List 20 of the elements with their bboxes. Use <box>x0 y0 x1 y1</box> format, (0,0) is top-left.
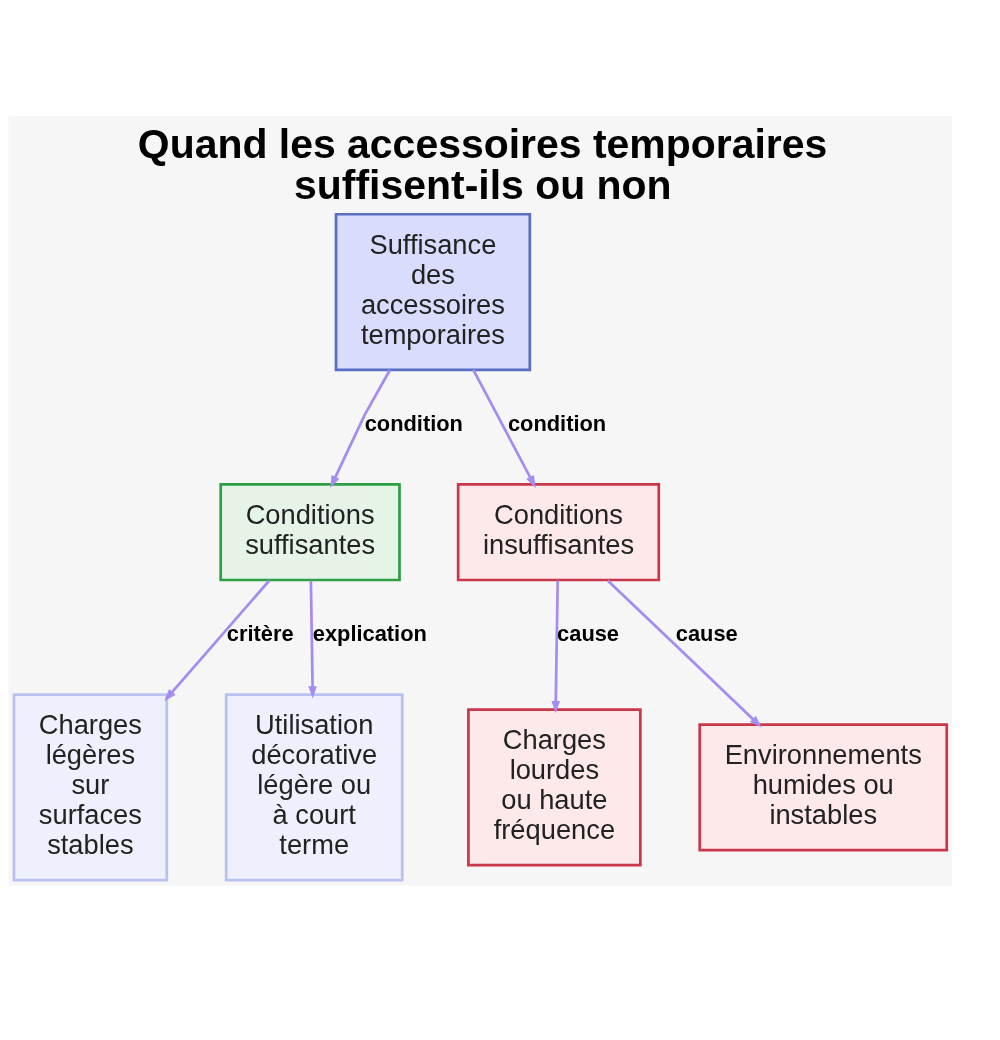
arrow <box>164 579 271 701</box>
diagram-title: Quand les accessoires temporaires suffisent-ils ou non <box>137 120 828 208</box>
arrow <box>308 579 317 699</box>
edge-label: explication <box>312 620 427 646</box>
edge-label: critère <box>226 620 294 646</box>
edge-label: condition <box>364 410 463 436</box>
arrow <box>606 579 762 727</box>
node-box: Charges lourdes ou haute fréquence <box>467 707 642 867</box>
arrow <box>551 579 561 713</box>
arrow <box>472 368 536 488</box>
node-box: Charges légères sur surfaces stables <box>12 692 169 882</box>
node-box: Conditions insuffisantes <box>456 482 661 581</box>
edge-label: cause <box>675 620 738 646</box>
node-box: Utilisation décorative légère ou à court terme <box>224 692 404 882</box>
node-box: Conditions suffisantes <box>219 482 401 581</box>
edge-label: condition <box>507 410 607 436</box>
arrow <box>330 368 392 488</box>
node-box: Suffisance des accessoires temporaires <box>334 212 532 371</box>
node-box: Environnements humides ou instables <box>698 722 949 852</box>
edge-label: cause <box>557 620 620 646</box>
